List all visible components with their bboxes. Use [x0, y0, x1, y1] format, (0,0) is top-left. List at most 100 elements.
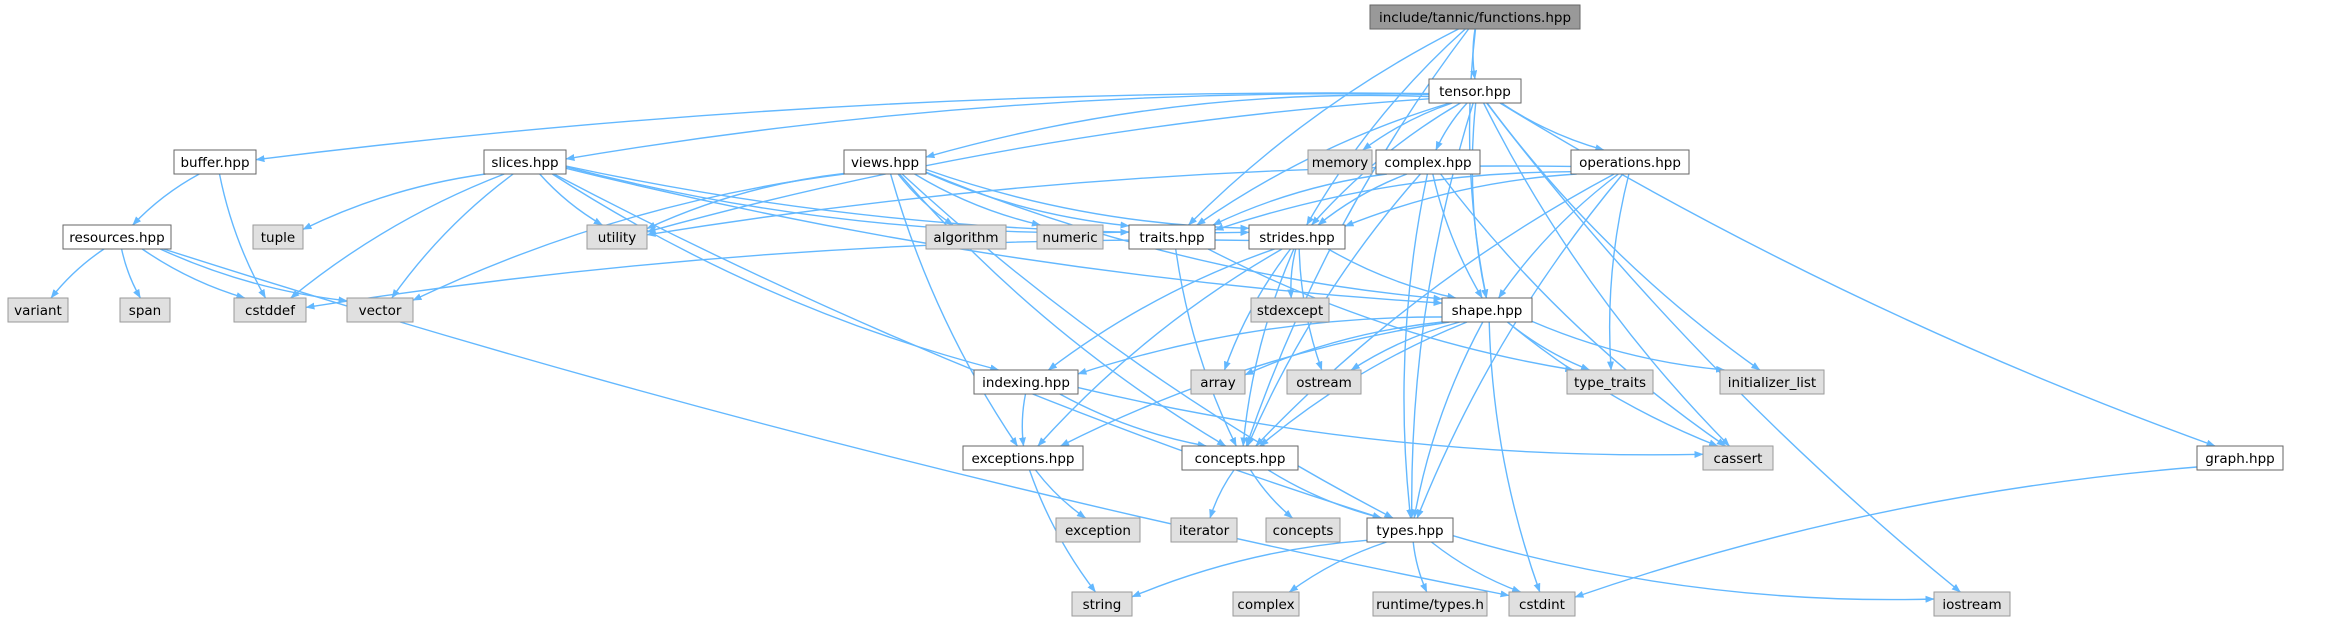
node-resources[interactable]: resources.hpp [62, 224, 172, 250]
edge-slices-to-tuple [302, 173, 486, 231]
node-label-cstddef: cstddef [245, 303, 296, 319]
node-label-iterator: iterator [1179, 523, 1230, 539]
node-box-slices [483, 149, 567, 175]
node-concepts: concepts [1265, 517, 1341, 543]
node-label-strides: strides.hpp [1259, 230, 1335, 246]
edge-tensor-to-cassert [1482, 102, 1730, 447]
node-label-functions: include/tannic/functions.hpp [1379, 10, 1571, 26]
edge-views-to-numeric [914, 173, 1041, 227]
node-box-operations [1570, 149, 1690, 175]
node-complex_hpp[interactable]: complex.hpp [1375, 149, 1481, 175]
node-functions[interactable]: include/tannic/functions.hpp [1369, 4, 1581, 30]
node-traits[interactable]: traits.hpp [1128, 224, 1216, 250]
edge-indexing-to-cassert [1077, 386, 1704, 458]
node-array: array [1190, 369, 1246, 395]
node-label-buffer: buffer.hpp [180, 155, 249, 171]
edge-complex_hpp-to-shape [1432, 173, 1483, 299]
node-operations[interactable]: operations.hpp [1570, 149, 1690, 175]
edge-tensor-to-views [925, 94, 1430, 159]
node-label-cassert: cassert [1714, 451, 1763, 467]
edge-indexing-to-exceptions [1018, 393, 1027, 447]
edge-complex_hpp-to-types [1403, 173, 1429, 519]
node-label-initializer_list: initializer_list [1728, 375, 1816, 391]
node-box-traits [1128, 224, 1216, 250]
node-label-numeric: numeric [1042, 230, 1097, 246]
node-box-graph [2196, 445, 2284, 471]
node-label-cstdint: cstdint [1519, 597, 1565, 613]
node-label-array: array [1200, 375, 1235, 391]
node-type_traits: type_traits [1566, 369, 1654, 395]
node-tensor[interactable]: tensor.hpp [1428, 78, 1522, 104]
node-box-algorithm [925, 224, 1007, 250]
node-shape[interactable]: shape.hpp [1441, 297, 1533, 323]
edge-complex_hpp-to-strides [1317, 173, 1408, 226]
edge-shape-to-initializer_list [1531, 320, 1725, 373]
edge-views-to-concepts_hpp [898, 173, 1227, 447]
node-label-exceptions: exceptions.hpp [972, 451, 1075, 467]
edge-shape-to-cstdint [1488, 321, 1541, 593]
node-cstddef: cstddef [233, 297, 307, 323]
edge-slices-to-types [553, 173, 1382, 519]
edge-views-to-vector [412, 173, 845, 301]
node-indexing[interactable]: indexing.hpp [973, 369, 1079, 395]
edge-functions-to-traits [1188, 28, 1459, 226]
node-box-iostream [1933, 591, 2011, 617]
node-span: span [119, 297, 171, 323]
edge-tensor-to-memory [1362, 102, 1453, 151]
edge-shape-to-type_traits [1507, 321, 1590, 371]
node-box-strides [1248, 224, 1346, 250]
edge-operations-to-utility [646, 165, 1572, 237]
node-label-type_traits: type_traits [1574, 375, 1646, 391]
edge-operations-to-strides [1344, 173, 1577, 227]
node-tuple: tuple [252, 224, 304, 250]
node-label-indexing: indexing.hpp [982, 375, 1070, 391]
node-box-type_traits [1566, 369, 1654, 395]
node-cassert: cassert [1702, 445, 1774, 471]
edge-strides-to-stdexcept [1287, 248, 1297, 299]
edge-slices-to-utility [539, 173, 603, 226]
node-box-complex_hpp [1375, 149, 1481, 175]
nodes-layer: include/tannic/functions.hpp tensor.hpp bu… [7, 4, 2284, 617]
node-box-iterator [1170, 517, 1238, 543]
node-box-variant [7, 297, 69, 323]
node-box-cassert [1702, 445, 1774, 471]
node-box-shape [1441, 297, 1533, 323]
node-graph[interactable]: graph.hpp [2196, 445, 2284, 471]
node-strides[interactable]: strides.hpp [1248, 224, 1346, 250]
node-label-vector: vector [359, 303, 402, 319]
node-label-string: string [1083, 597, 1122, 613]
node-label-slices: slices.hpp [491, 155, 558, 171]
edge-tensor-to-slices [565, 92, 1430, 161]
edge-buffer-to-resources [132, 173, 200, 226]
edge-functions-to-strides [1306, 28, 1466, 226]
node-box-span [119, 297, 171, 323]
edge-graph-to-cstdint [1574, 466, 2198, 598]
node-algorithm: algorithm [925, 224, 1007, 250]
node-box-memory [1307, 149, 1373, 175]
node-box-initializer_list [1719, 369, 1825, 395]
node-label-algorithm: algorithm [933, 230, 998, 246]
node-box-tensor [1428, 78, 1522, 104]
edge-operations-to-types [1416, 173, 1624, 519]
node-stdexcept: stdexcept [1250, 297, 1330, 323]
edge-shape-to-types [1412, 321, 1484, 519]
edge-tensor-to-shape [1471, 102, 1488, 299]
node-slices[interactable]: slices.hpp [483, 149, 567, 175]
node-views[interactable]: views.hpp [843, 149, 927, 175]
edge-shape-to-exceptions [1060, 321, 1450, 447]
node-types[interactable]: types.hpp [1366, 517, 1454, 543]
edge-concepts_hpp-to-types [1267, 469, 1383, 520]
node-exceptions[interactable]: exceptions.hpp [962, 445, 1084, 471]
node-box-types [1366, 517, 1454, 543]
node-buffer[interactable]: buffer.hpp [173, 149, 257, 175]
node-concepts_hpp[interactable]: concepts.hpp [1181, 445, 1299, 471]
node-label-types: types.hpp [1376, 523, 1443, 539]
node-label-tensor: tensor.hpp [1439, 84, 1511, 100]
edge-operations-to-concepts_hpp [1255, 173, 1615, 447]
node-box-tuple [252, 224, 304, 250]
edge-slices-to-vector [391, 173, 514, 299]
edge-complex_hpp-to-traits [1212, 173, 1388, 226]
edge-views-to-exceptions [889, 173, 1018, 447]
node-label-exception: exception [1065, 523, 1131, 539]
node-label-complex: complex [1237, 597, 1294, 613]
